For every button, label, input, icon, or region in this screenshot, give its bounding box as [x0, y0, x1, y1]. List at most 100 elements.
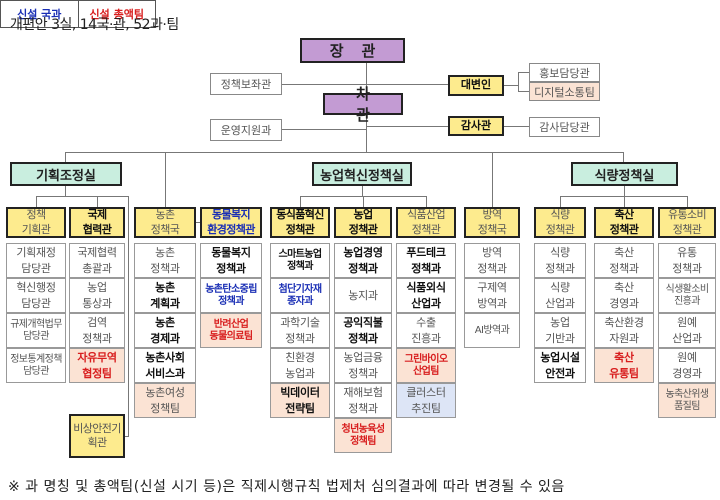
audit-officer-box[interactable]: 감사담당관	[529, 117, 600, 137]
legend-new-team: 신설 총액팀	[89, 8, 144, 21]
division-cell[interactable]: 농업 통상과	[69, 278, 125, 313]
division-cell[interactable]: 농촌 정책과	[134, 243, 196, 278]
connector	[624, 186, 625, 196]
division-cell[interactable]: 농축산위생 품질팀	[658, 383, 716, 418]
planning-office-box[interactable]: 기획조정실	[10, 162, 122, 186]
connector	[36, 196, 128, 197]
connector	[362, 186, 363, 196]
connector	[518, 72, 529, 73]
division-cell[interactable]: 식품외식 산업과	[396, 278, 456, 313]
division-cell[interactable]: 청년농육성 정책팀	[334, 418, 392, 453]
division-cell[interactable]: 빅데이터 전략팀	[270, 383, 330, 418]
division-cell[interactable]: 농업시설 안전과	[534, 348, 586, 383]
division-cell[interactable]: 과학기술 정책과	[270, 313, 330, 348]
minister-box[interactable]: 장관	[300, 38, 405, 63]
division-cell[interactable]: 정보통계정책 담당관	[6, 348, 66, 383]
connector	[687, 196, 688, 207]
connector	[518, 91, 529, 92]
division-cell[interactable]: 축산 유통팀	[594, 348, 654, 383]
connector	[492, 152, 493, 207]
bureau-header[interactable]: 방역 정책국	[464, 207, 520, 238]
division-cell[interactable]: 동물복지 정책과	[200, 243, 262, 278]
emergency-planning-box[interactable]: 비상안전기획관	[69, 414, 125, 458]
vice-minister-box[interactable]: 차관	[323, 85, 403, 124]
footnote: ※ 과 명칭 및 총액팀(신설 시기 등)은 직제시행규칙 법제처 심의결과에 …	[8, 479, 565, 495]
division-cell[interactable]: 원예 경영과	[658, 348, 716, 383]
division-cell[interactable]: 자유무역 협정팀	[69, 348, 125, 383]
inspector-box[interactable]: 감사관	[448, 116, 504, 136]
division-cell[interactable]: 스마트농업 정책과	[270, 243, 330, 278]
connector	[282, 84, 448, 85]
bureau-header[interactable]: 식품산업 정책관	[396, 207, 456, 238]
division-cell[interactable]: 농촌 경제과	[134, 313, 196, 348]
connector	[65, 186, 66, 196]
division-cell[interactable]: 규제개혁법무 담당관	[6, 313, 66, 348]
connector	[426, 196, 427, 207]
connector	[504, 126, 529, 127]
connector	[367, 126, 448, 127]
connector	[363, 196, 364, 207]
connector	[560, 196, 561, 207]
division-cell[interactable]: 반려산업 동물의료팀	[200, 313, 262, 348]
policy-advisor-box[interactable]: 정책보좌관	[210, 73, 282, 95]
division-cell[interactable]: 식량 산업과	[534, 278, 586, 313]
division-cell[interactable]: 그린바이오 산업팀	[396, 348, 456, 383]
division-cell[interactable]: 축산환경 자원과	[594, 313, 654, 348]
division-cell[interactable]: 방역 정책과	[464, 243, 520, 278]
connector	[518, 72, 519, 92]
bureau-header[interactable]: 농촌 정책국	[134, 207, 196, 238]
division-cell[interactable]: 식량 정책과	[534, 243, 586, 278]
bureau-header[interactable]: 동식품혁신 정책관	[270, 207, 330, 238]
digital-team-box[interactable]: 디지털소통팀	[529, 82, 600, 101]
food-office-box[interactable]: 식량정책실	[571, 162, 678, 186]
division-cell[interactable]: 농촌탄소중립 정책과	[200, 278, 262, 313]
division-cell[interactable]: 농업금융 정책과	[334, 348, 392, 383]
division-cell[interactable]: 기획재정 담당관	[6, 243, 66, 278]
division-cell[interactable]: 농촌 계획과	[134, 278, 196, 313]
connector	[623, 152, 624, 162]
division-cell[interactable]: 축산 경영과	[594, 278, 654, 313]
bureau-header[interactable]: 정책 기획관	[6, 207, 66, 238]
bureau-header[interactable]: 동물복지 환경정책관	[200, 207, 262, 238]
division-cell[interactable]: 공익직불 정책과	[334, 313, 392, 348]
division-cell[interactable]: 유통 정책과	[658, 243, 716, 278]
bureau-header[interactable]: 유통소비 정책관	[658, 207, 716, 238]
pr-officer-box[interactable]: 홍보담당관	[529, 63, 600, 82]
division-cell[interactable]: 혁신행정 담당관	[6, 278, 66, 313]
division-cell[interactable]: 클러스터 추진팀	[396, 383, 456, 418]
legend-new-bureau: 신설 국과	[1, 1, 79, 27]
bureau-header[interactable]: 농업 정책관	[334, 207, 392, 238]
connector	[123, 436, 129, 437]
division-cell[interactable]: 농촌사회 서비스과	[134, 348, 196, 383]
division-cell[interactable]: 농촌여성 정책팀	[134, 383, 196, 418]
division-cell[interactable]: 수출 진흥과	[396, 313, 456, 348]
division-cell[interactable]: 축산 정책과	[594, 243, 654, 278]
connector	[65, 152, 624, 153]
division-cell[interactable]: 원예 산업과	[658, 313, 716, 348]
division-cell[interactable]: 푸드테크 정책과	[396, 243, 456, 278]
division-cell[interactable]: 재해보험 정책과	[334, 383, 392, 418]
division-cell[interactable]: 농업경영 정책과	[334, 243, 392, 278]
bureau-header[interactable]: 국제 협력관	[69, 207, 125, 238]
division-cell[interactable]: 농업 기반과	[534, 313, 586, 348]
connector	[300, 196, 301, 207]
division-cell[interactable]: AI방역과	[464, 313, 520, 348]
connector	[36, 196, 37, 207]
bureau-header[interactable]: 축산 정책관	[594, 207, 654, 238]
connector	[65, 152, 66, 162]
division-cell[interactable]: 국제협력 총괄과	[69, 243, 125, 278]
operations-box[interactable]: 운영지원과	[210, 119, 282, 141]
spokesperson-box[interactable]: 대변인	[448, 75, 504, 96]
connector	[624, 196, 625, 207]
division-cell[interactable]: 농지과	[334, 278, 392, 313]
division-cell[interactable]: 구제역 방역과	[464, 278, 520, 313]
bureau-header[interactable]: 식량 정책관	[534, 207, 586, 238]
division-cell[interactable]: 첨단기자재 종자과	[270, 278, 330, 313]
division-cell[interactable]: 친환경 농업과	[270, 348, 330, 383]
division-cell[interactable]: 검역 정책과	[69, 313, 125, 348]
division-cell[interactable]: 식생활소비 진흥과	[658, 278, 716, 313]
chart-title: 개편안 3실, 14국·관, 52과·팀	[10, 17, 179, 33]
agri-innovation-office-box[interactable]: 농업혁신정책실	[312, 162, 412, 186]
connector	[128, 196, 129, 436]
